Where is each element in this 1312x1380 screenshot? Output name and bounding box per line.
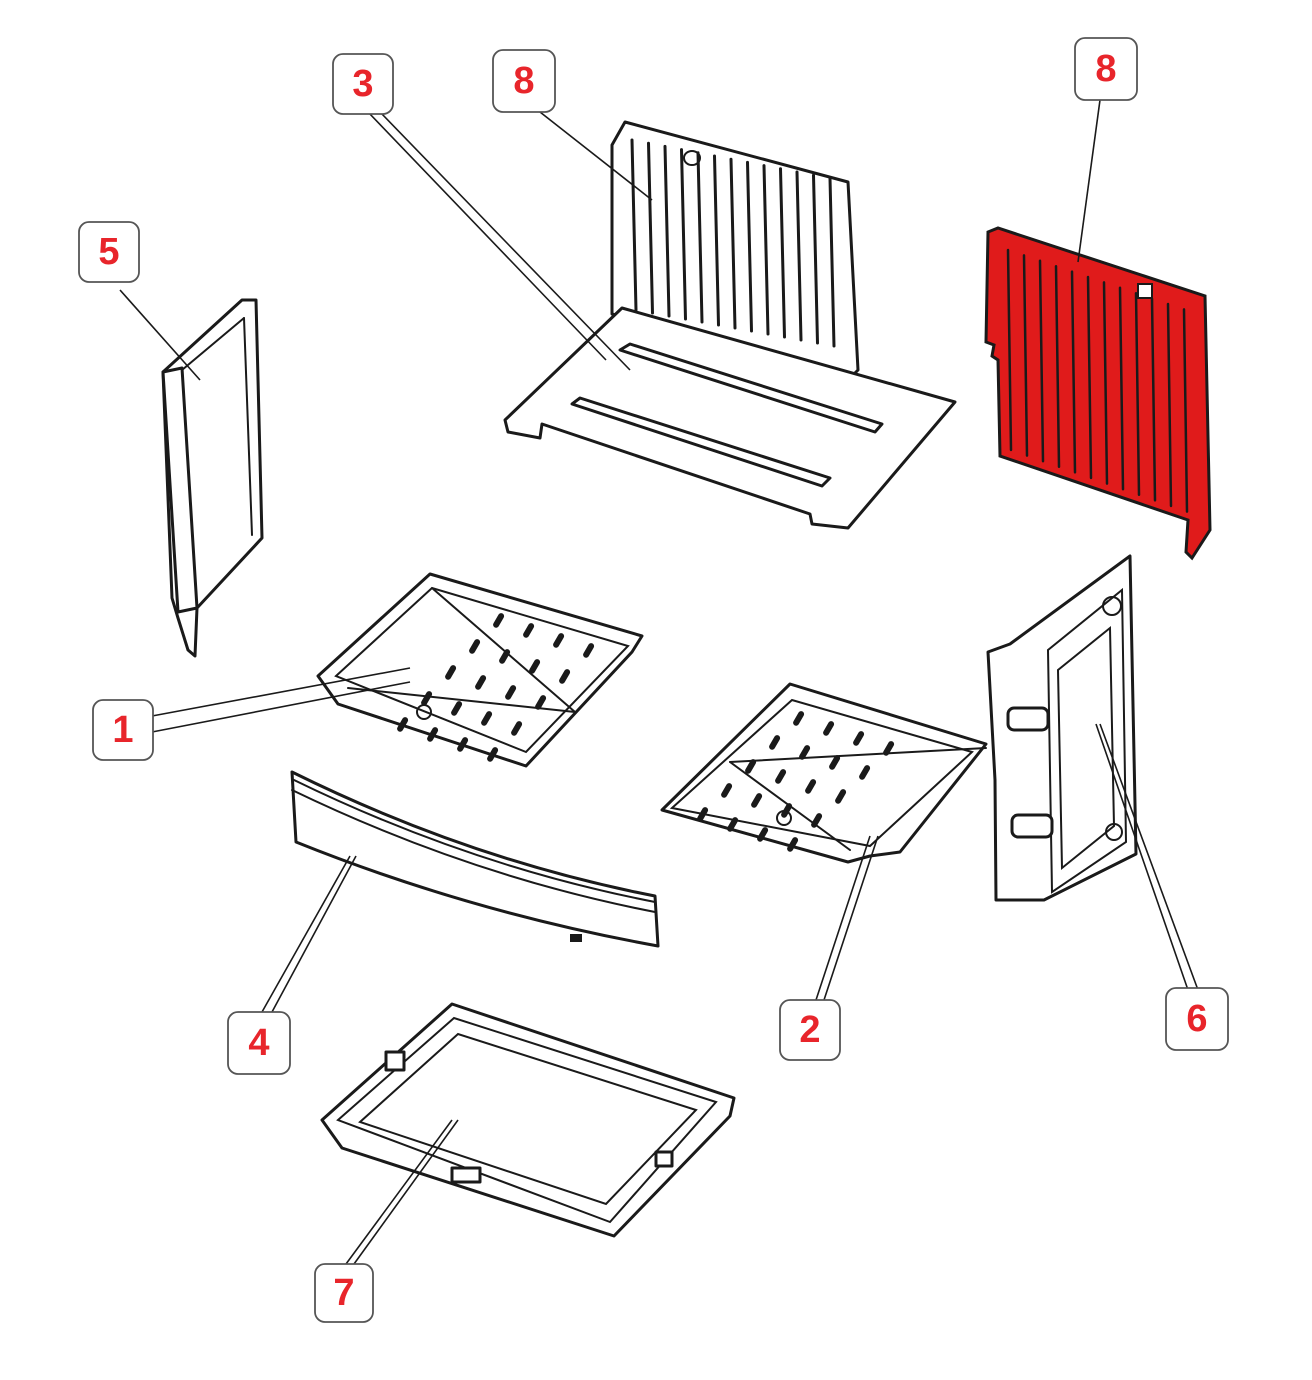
grate-slot <box>511 721 523 736</box>
grate-bar <box>1086 275 1093 480</box>
grate-bar <box>779 167 786 339</box>
part-8-back-grate[interactable] <box>610 120 860 378</box>
callout-5-label: 5 <box>98 231 119 273</box>
grate-bar <box>828 176 836 348</box>
grate-bar <box>1134 291 1141 497</box>
callout-2[interactable]: 2 <box>779 999 841 1061</box>
grate-bar <box>1150 297 1157 502</box>
grate-bar <box>1102 281 1109 485</box>
grate-slot <box>769 735 781 750</box>
grate-slot <box>811 813 823 828</box>
grate-slot <box>793 711 805 726</box>
grate-bar <box>696 151 704 324</box>
grate-slot <box>697 807 709 822</box>
grate-slot <box>781 803 793 818</box>
grate-slot <box>481 711 493 726</box>
grate-bar <box>1006 248 1013 452</box>
callout-6[interactable]: 6 <box>1165 987 1229 1051</box>
leader-lines <box>119 99 1199 1265</box>
part-5-side-panel[interactable] <box>161 298 264 658</box>
callout-4-label: 4 <box>248 1022 269 1064</box>
grate-bar <box>1054 264 1061 469</box>
grate-slot <box>799 745 811 760</box>
grate-slot <box>457 737 469 752</box>
part-2-grate-tray[interactable] <box>660 682 988 864</box>
grate-bar <box>713 154 720 327</box>
callouts: 1 2 3 4 5 6 7 8 <box>78 37 1229 1323</box>
part-6-door-frame[interactable] <box>986 554 1138 902</box>
part-8-back-grate-highlighted[interactable] <box>984 226 1212 561</box>
grate-slot <box>775 769 787 784</box>
grate-bar <box>1182 308 1189 513</box>
grate-slot <box>583 643 595 658</box>
grate-bar <box>1166 302 1173 508</box>
grate-bar <box>762 164 770 336</box>
grate-slot <box>499 649 511 664</box>
grate-slot <box>553 633 565 648</box>
grate-slot <box>823 721 835 736</box>
callout-1-label: 1 <box>112 709 133 751</box>
grate-slot <box>883 741 895 756</box>
grate-slot <box>535 695 547 710</box>
grate-bar <box>647 141 654 315</box>
grate-slot <box>787 837 799 852</box>
callout-2-label: 2 <box>799 1009 820 1051</box>
part-7-ash-pan[interactable] <box>320 1002 736 1238</box>
part-3-baffle-plate[interactable] <box>503 306 957 530</box>
grate-bar <box>630 138 638 312</box>
grate-bar <box>680 148 687 321</box>
grate-slot <box>721 783 733 798</box>
grate-slot <box>493 613 505 628</box>
part-1-grate-tray[interactable] <box>316 572 644 768</box>
callout-7[interactable]: 7 <box>314 1263 374 1323</box>
grate-slot <box>529 659 541 674</box>
grate-slot <box>757 827 769 842</box>
callout-5[interactable]: 5 <box>78 221 140 283</box>
grate-slot <box>475 675 487 690</box>
grate-bar <box>663 144 671 318</box>
grate-slot <box>421 691 433 706</box>
grate-slot <box>859 765 871 780</box>
grate-slot <box>445 665 457 680</box>
grate-bar <box>1070 270 1077 474</box>
callout-8-top-right[interactable]: 8 <box>1074 37 1138 101</box>
grate-slot <box>523 623 535 638</box>
grate-slot <box>451 701 463 716</box>
grate-bar <box>729 157 737 330</box>
grate-bar <box>795 170 803 342</box>
grate-slot <box>751 793 763 808</box>
callout-3[interactable]: 3 <box>332 53 394 115</box>
callout-1[interactable]: 1 <box>92 699 154 761</box>
callout-7-label: 7 <box>333 1272 354 1314</box>
grate-slot <box>829 755 841 770</box>
callout-8-label: 8 <box>513 60 534 102</box>
grate-slot <box>427 727 439 742</box>
callout-6-label: 6 <box>1186 998 1207 1040</box>
grate-slot <box>469 639 481 654</box>
grate-slot <box>835 789 847 804</box>
grate-slot <box>505 685 517 700</box>
callout-8-label-highlighted: 8 <box>1095 48 1116 90</box>
grate-bar <box>1022 254 1029 457</box>
callout-8-top-middle[interactable]: 8 <box>492 49 556 113</box>
grate-bar <box>1038 259 1045 463</box>
grate-slot <box>397 717 409 732</box>
grate-slot <box>559 669 571 684</box>
callout-4[interactable]: 4 <box>227 1011 291 1075</box>
grate-bar <box>746 160 753 333</box>
grate-bar <box>812 173 819 345</box>
grate-slot <box>745 759 757 774</box>
callout-3-label: 3 <box>352 63 373 105</box>
grate-slot <box>853 731 865 746</box>
grate-slot <box>487 747 499 762</box>
grate-bar <box>1118 286 1125 491</box>
part-4-front-retainer[interactable] <box>290 770 660 948</box>
grate-slot <box>805 779 817 794</box>
grate-slot <box>727 817 739 832</box>
